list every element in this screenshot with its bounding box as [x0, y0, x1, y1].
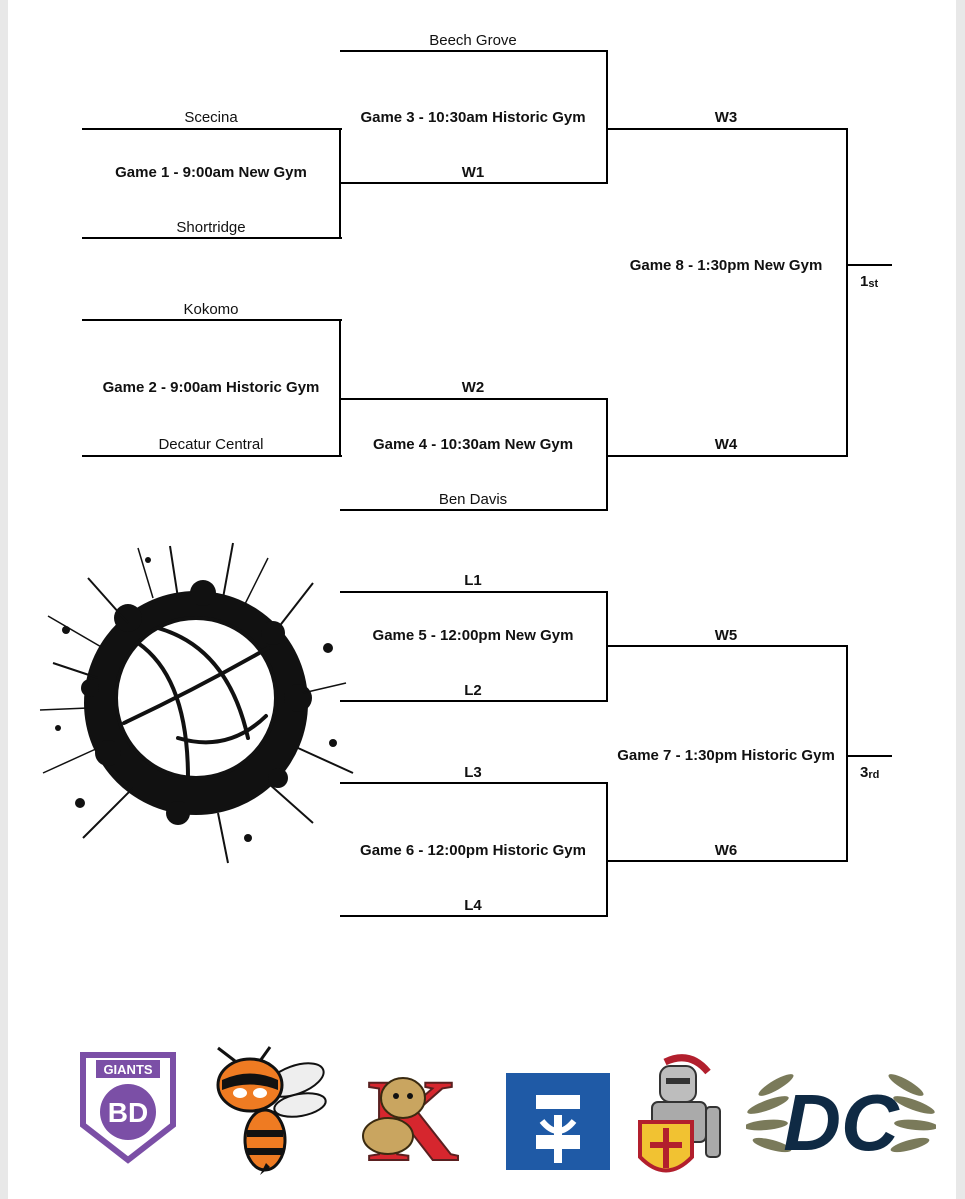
winner-4-label: W4	[714, 436, 738, 453]
loser-3-label: L3	[464, 764, 482, 781]
bracket-line	[607, 455, 847, 457]
game-1-label: Game 1 - 9:00am New Gym	[115, 164, 307, 181]
bracket-line	[340, 700, 608, 702]
volleyball-splash-icon	[39, 542, 354, 864]
bracket-line	[846, 645, 848, 862]
team-scecina: Scecina	[184, 109, 238, 126]
winner-5-label: W5	[714, 627, 738, 644]
bracket-line	[340, 50, 608, 52]
bracket-line	[82, 237, 342, 239]
bracket-line	[340, 591, 608, 593]
decatur-central-letters: DC	[783, 1078, 900, 1165]
ben-davis-letters: BD	[108, 1097, 148, 1128]
bracket-line	[607, 860, 847, 862]
game-7-label: Game 7 - 1:30pm Historic Gym	[617, 747, 835, 764]
bracket-line	[606, 782, 608, 917]
third-place-number: 3	[860, 764, 869, 781]
loser-4-label: L4	[464, 897, 482, 914]
loser-2-label: L2	[464, 682, 482, 699]
team-kokomo: Kokomo	[183, 301, 239, 318]
bracket-line	[340, 398, 608, 400]
bracket-line	[82, 455, 342, 457]
game-3-label: Game 3 - 10:30am Historic Gym	[360, 109, 586, 126]
game-4-label: Game 4 - 10:30am New Gym	[372, 436, 574, 453]
bracket-line	[607, 645, 847, 647]
team-beech-grove: Beech Grove	[429, 32, 517, 49]
bracket-line	[607, 128, 847, 130]
winner-2-label: W2	[461, 379, 485, 396]
bracket-line	[340, 915, 608, 917]
third-place-label: 3rd	[860, 764, 879, 781]
ben-davis-banner: GIANTS	[103, 1062, 152, 1077]
decatur-central-logo: DC	[746, 1074, 936, 1165]
game-6-label: Game 6 - 12:00pm Historic Gym	[360, 842, 586, 859]
kokomo-logo: K	[362, 1058, 460, 1168]
bracket-line	[82, 128, 342, 130]
first-place-number: 1	[860, 273, 869, 290]
bracket-line	[846, 128, 848, 457]
bracket-line	[606, 50, 608, 184]
bracket-line	[846, 264, 892, 266]
bracket-sheet: Scecina Game 1 - 9:00am New Gym Shortrid…	[8, 0, 956, 1199]
team-shortridge: Shortridge	[176, 219, 246, 236]
bracket-line	[340, 509, 608, 511]
bracket-line	[82, 319, 342, 321]
bracket-line	[339, 319, 341, 457]
winner-1-label: W1	[461, 164, 485, 181]
bracket-line	[846, 755, 892, 757]
game-8-label: Game 8 - 1:30pm New Gym	[629, 257, 823, 274]
bracket-line	[340, 782, 608, 784]
loser-1-label: L1	[464, 572, 482, 589]
hornet-logo	[216, 1046, 327, 1175]
bracket-line	[606, 398, 608, 511]
winner-3-label: W3	[714, 109, 738, 126]
team-ben-davis: Ben Davis	[438, 491, 508, 508]
bracket-line	[340, 182, 608, 184]
shortridge-logo	[506, 1073, 610, 1170]
winner-6-label: W6	[714, 842, 738, 859]
first-place-suffix: st	[868, 278, 879, 290]
first-place-label: 1st	[860, 273, 878, 290]
game-5-label: Game 5 - 12:00pm New Gym	[372, 627, 574, 644]
team-decatur-central: Decatur Central	[158, 436, 264, 453]
ben-davis-logo: GIANTS BD	[80, 1052, 176, 1164]
knight-logo	[638, 1054, 721, 1173]
game-2-label: Game 2 - 9:00am Historic Gym	[102, 379, 320, 396]
third-place-suffix: rd	[868, 769, 880, 781]
